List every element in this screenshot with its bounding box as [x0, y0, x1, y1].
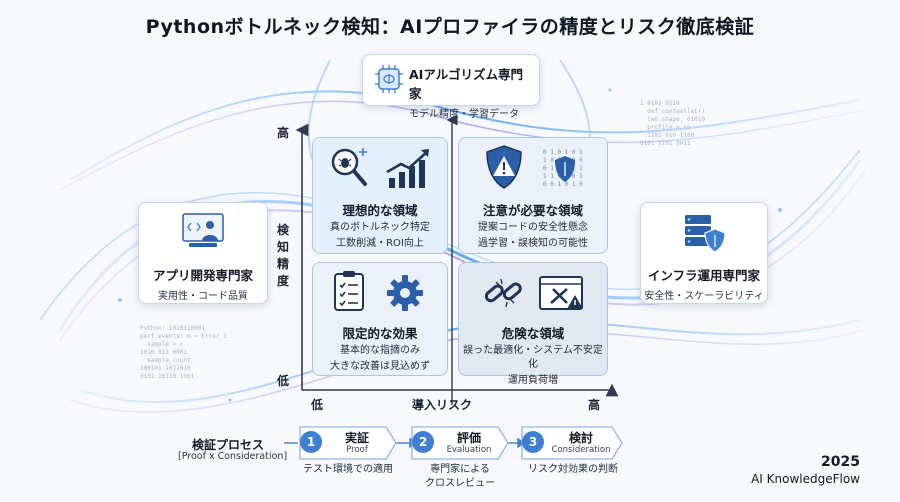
magnifier-bug-icon	[331, 148, 367, 186]
quadrant-ideal: 理想的な領域 真のボトルネック特定 工数削減・ROI向上	[312, 137, 448, 254]
x-axis-high: 高	[588, 398, 601, 412]
svg-text:0 0 1 0 1 0: 0 0 1 0 1 0	[543, 181, 583, 188]
expert-ai-subtitle: モデル精度・学習データ	[409, 109, 519, 120]
step-1-label: 実証	[344, 431, 369, 445]
process-title: 検証プロセス	[192, 438, 265, 452]
expert-card-infra: インフラ運用専門家 安全性・スケーラビリティ	[640, 202, 768, 304]
quadrant-danger-line2: 運用負荷増	[508, 375, 558, 386]
expert-ai-title: AIアルゴリズム専門家	[409, 67, 523, 101]
step-2-number: 2	[412, 431, 434, 453]
step-3-description: リスク対効果の判断	[528, 464, 618, 475]
step-1-number: 1	[300, 431, 322, 453]
x-axis-low: 低	[311, 398, 324, 412]
ghost-code-right: 1 0101 0110 def contextlet() two shape: …	[640, 100, 706, 147]
step-1-description: テスト環境での適用	[303, 464, 393, 475]
quadrant-limited: 限定的な効果 基本的な指摘のみ 大きな改善は見込めず	[312, 262, 448, 376]
expert-infra-title: インフラ運用専門家	[647, 268, 761, 283]
process-step-proof: 1 実証 Proof	[298, 426, 398, 460]
quadrant-danger-title: 危険な領域	[501, 326, 565, 341]
step-2-english: Evaluation	[446, 445, 492, 455]
y-axis-label: 検知精度	[277, 223, 290, 288]
footer-year: 2025	[821, 454, 860, 470]
quadrant-caution-line1: 提案コードの安全性懸念	[478, 222, 588, 233]
quadrant-limited-line1: 基本的な指摘のみ	[340, 345, 420, 356]
warning-shield-icon	[486, 145, 522, 189]
tools-window-icon	[539, 276, 583, 310]
y-axis-high: 高	[277, 126, 290, 140]
process-subtitle: [Proof x Consideration]	[178, 451, 288, 462]
quadrant-limited-title: 限定的な効果	[342, 326, 418, 341]
footer-brand: AI KnowledgeFlow	[751, 472, 860, 486]
quadrant-caution-line2: 過学習・誤検知の可能性	[478, 238, 588, 249]
quadrant-ideal-title: 理想的な領域	[342, 203, 418, 218]
quadrant-ideal-line2: 工数削減・ROI向上	[336, 238, 424, 249]
y-axis-low: 低	[277, 374, 290, 388]
step-1-english: Proof	[346, 445, 368, 455]
quadrant-ideal-line1: 真のボトルネック特定	[330, 222, 430, 233]
process-step-consideration: 3 検討 Consideration	[520, 426, 624, 460]
step-3-english: Consideration	[551, 445, 611, 455]
expert-card-app: アプリ開発専門家 実用性・コード品質	[138, 202, 268, 304]
quadrant-caution: 0 1 0 1 0 11 0 1 1 0 00 1 0 0 1 11 1 0 1…	[458, 137, 608, 254]
process-step-evaluation: 2 評価 Evaluation	[410, 426, 510, 460]
step-3-label: 検討	[568, 431, 593, 445]
quadrant-limited-line2: 大きな改善は見込めず	[330, 361, 430, 372]
x-axis-label: 導入リスク	[412, 398, 473, 412]
expert-card-ai: AIアルゴリズム専門家 モデル精度・学習データ	[362, 54, 540, 120]
ghost-code-left: Python: 1010110001 perf.events: m = Erro…	[140, 325, 227, 380]
quadrant-danger: 危険な領域 誤った最適化・システム不安定化 運用負荷増	[458, 262, 608, 386]
ai-chip-icon	[375, 65, 403, 93]
binary-shield-icon: 0 1 0 1 0 11 0 1 1 0 00 1 0 0 1 11 1 0 1…	[543, 149, 583, 188]
step-2-label: 評価	[456, 431, 481, 445]
step-3-number: 3	[522, 431, 544, 453]
checklist-icon	[334, 271, 364, 311]
quadrant-danger-line1: 誤った最適化・システム不安定化	[463, 345, 603, 370]
expert-infra-subtitle: 安全性・スケーラビリティ	[644, 291, 764, 302]
step-2-description: 専門家による クロスレビュー	[425, 464, 495, 489]
axes	[295, 114, 619, 405]
server-shield-icon	[685, 215, 726, 253]
quadrant-caution-title: 注意が必要な領域	[482, 203, 583, 218]
broken-link-icon	[484, 278, 522, 308]
gear-icon	[387, 275, 423, 311]
expert-app-title: アプリ開発専門家	[152, 268, 253, 283]
growth-chart-icon	[386, 149, 429, 188]
expert-app-subtitle: 実用性・コード品質	[158, 291, 248, 302]
page-title: Pythonボトルネック検知：AIプロファイラの精度とリスク徹底検証	[145, 16, 755, 38]
svg-text:0 1 0 1 0 1: 0 1 0 1 0 1	[543, 149, 583, 156]
developer-icon	[182, 213, 224, 247]
